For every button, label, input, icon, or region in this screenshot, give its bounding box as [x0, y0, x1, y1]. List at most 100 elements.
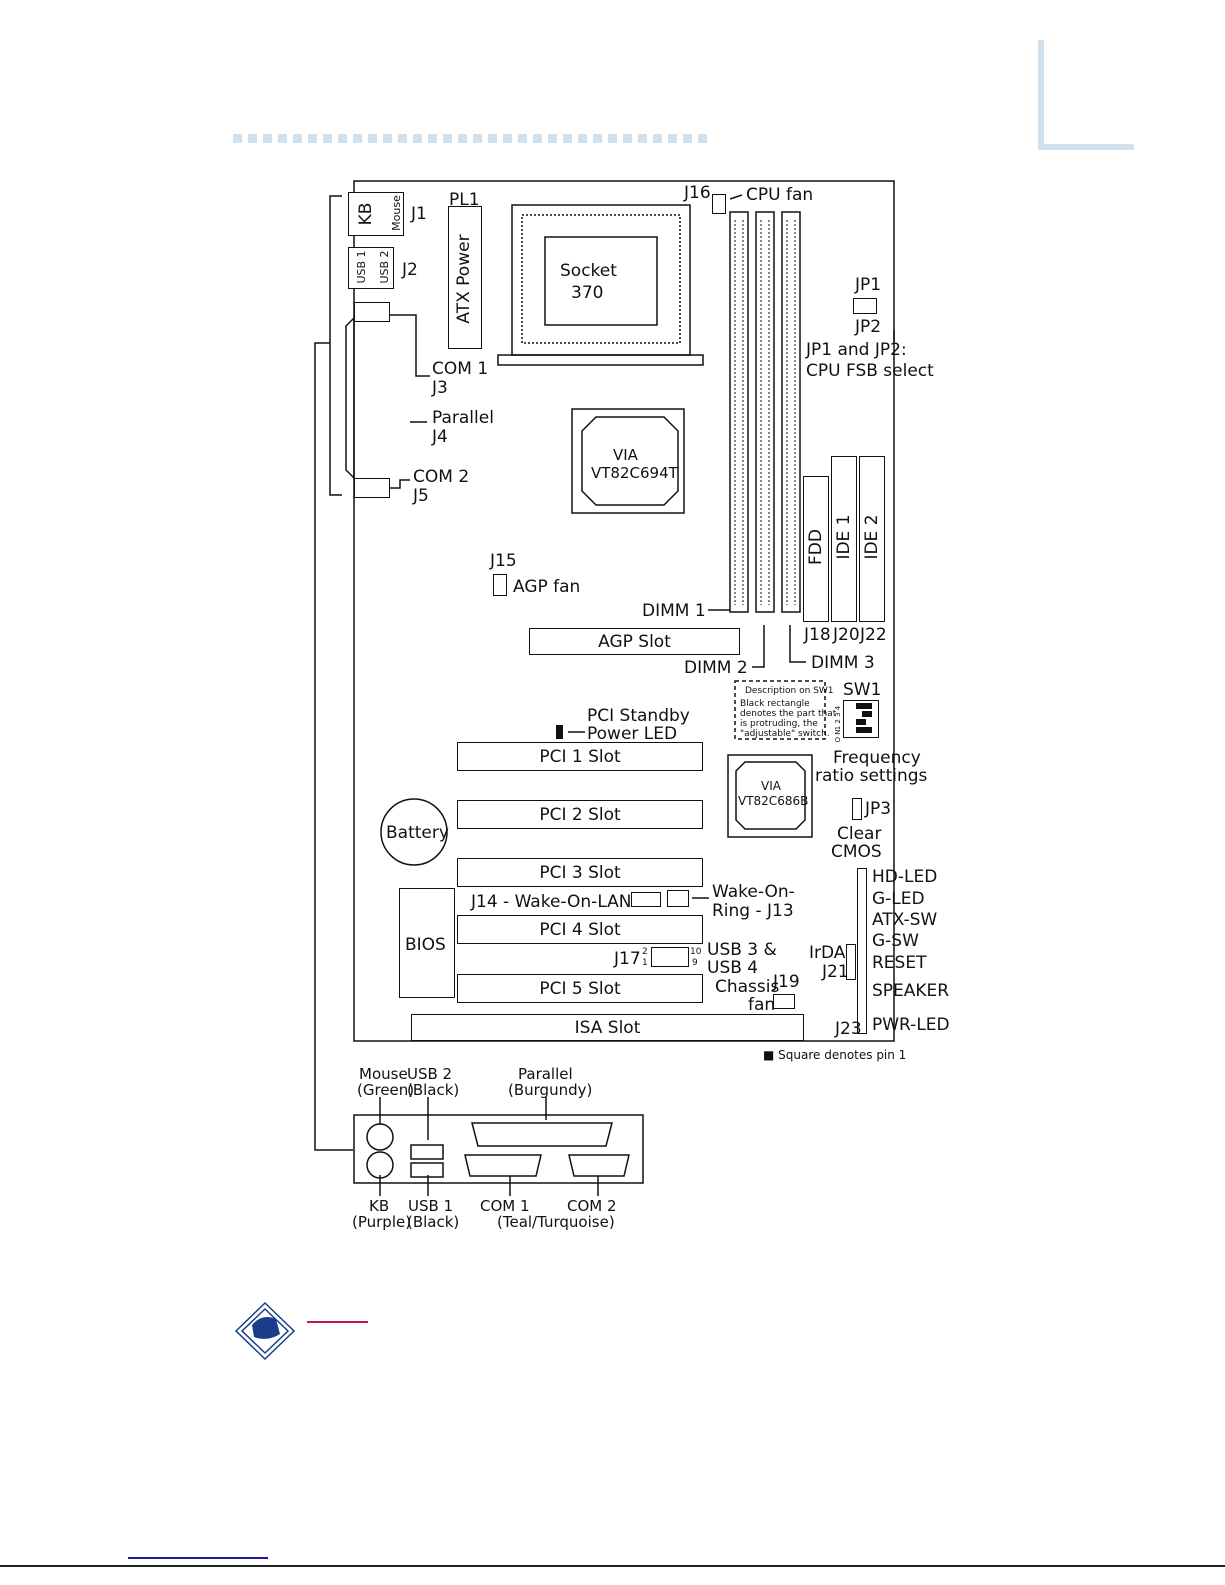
bp-usb2-label-1: USB 2 — [407, 1065, 453, 1083]
pci-standby-label-1: PCI Standby — [587, 706, 690, 726]
socket-label-2: 370 — [571, 283, 604, 303]
j21-header — [846, 944, 856, 980]
battery-label: Battery — [386, 823, 449, 843]
isa-slot: ISA Slot — [411, 1014, 804, 1041]
wor-label-2: Ring - J13 — [712, 901, 794, 921]
sw1-toggle-4 — [856, 727, 872, 733]
chassis-fan-label-2: fan — [748, 995, 776, 1015]
j19-header — [773, 994, 795, 1009]
chassis-fan-label-1: Chassis — [715, 977, 780, 997]
com2-on-board — [354, 478, 390, 498]
sw1-label: SW1 — [843, 680, 882, 700]
bios-chip — [399, 888, 455, 998]
dimm2-label: DIMM 2 — [684, 658, 748, 678]
jp-desc-2: CPU FSB select — [806, 361, 934, 381]
com1-label: COM 1 — [432, 359, 489, 379]
front-panel-reset: RESET — [872, 953, 927, 973]
j16-label: J16 — [684, 183, 711, 203]
j23-header — [857, 868, 867, 1034]
sw1-on-label: O N — [834, 729, 842, 743]
atx-power-label: ATX Power — [454, 234, 474, 324]
freq-label-2: ratio settings — [815, 766, 928, 786]
j14-label: J14 - Wake-On-LAN — [471, 892, 632, 912]
note-icon — [236, 1303, 294, 1359]
sw1-toggle-3 — [856, 719, 866, 725]
usb34-label-1: USB 3 & — [707, 940, 777, 960]
sw1-desc-line-4: "adjustable" switch. — [740, 729, 830, 739]
usb34-label-2: USB 4 — [707, 958, 759, 978]
j19-label: J19 — [773, 972, 800, 992]
front-panel-speaker: SPEAKER — [872, 981, 950, 1001]
pin1-footnote: ■ Square denotes pin 1 — [763, 1048, 907, 1062]
io-bracket — [329, 195, 342, 496]
bp-usb2-label-2: (Black) — [407, 1081, 460, 1099]
jp3-jumper — [852, 798, 862, 820]
bp-mouse-label-2: (Green) — [357, 1081, 415, 1099]
j1-label: J1 — [411, 204, 427, 224]
bp-mouse-label-1: Mouse — [359, 1065, 408, 1083]
kb-mouse-connector — [348, 192, 404, 236]
j2-label: J2 — [402, 260, 418, 280]
parallel-label: Parallel — [432, 408, 494, 428]
bp-usb1-label-1: USB 1 — [408, 1197, 454, 1215]
front-panel-hd-led: HD-LED — [872, 867, 938, 887]
j17-pin-9: 9 — [692, 958, 698, 968]
header-dot-row — [233, 128, 713, 147]
socket-outer — [511, 204, 691, 356]
bios-label: BIOS — [405, 935, 446, 955]
ide2-connector — [859, 456, 885, 622]
pci4-slot: PCI 4 Slot — [457, 915, 703, 944]
usb2-label: USB 2 — [378, 250, 391, 284]
bp-kb-label-2: (Purple) — [352, 1213, 412, 1231]
sw1-toggle-2 — [862, 711, 872, 717]
sw1-desc-line-1: Black rectangle — [740, 699, 810, 709]
jp1-jp2-jumper — [853, 298, 877, 314]
pci5-slot: PCI 5 Slot — [457, 974, 703, 1003]
jp-desc-1: JP1 and JP2: — [806, 340, 907, 360]
j20-label: J20 — [833, 625, 860, 645]
j17-header — [651, 947, 689, 967]
com1-on-board — [354, 302, 390, 322]
j3-label: J3 — [432, 378, 448, 398]
front-panel-atx-sw: ATX-SW — [872, 910, 938, 930]
sw1-desc-line-2: denotes the part that — [740, 709, 837, 719]
pci2-slot: PCI 2 Slot — [457, 800, 703, 829]
mouse-label: Mouse — [390, 195, 403, 231]
ide1-label: IDE 1 — [834, 514, 854, 560]
ide1-connector — [831, 456, 857, 622]
irda-label: IrDA — [809, 943, 846, 963]
agp-fan-label: AGP fan — [513, 577, 581, 597]
dimm3-label: DIMM 3 — [811, 653, 875, 673]
footer-accent — [128, 1557, 268, 1559]
jp2-label: JP2 — [855, 317, 882, 337]
pci-standby-label-2: Power LED — [587, 724, 678, 744]
bp-kb-label-1: KB — [369, 1197, 390, 1215]
j17-pin-2: 2 — [642, 947, 648, 957]
com2-label: COM 2 — [413, 467, 470, 487]
atx-power-connector — [448, 206, 482, 349]
bp-usb1-label-2: (Black) — [407, 1213, 460, 1231]
cpu-fan-label: CPU fan — [746, 185, 814, 205]
front-panel-g-led: G-LED — [872, 889, 925, 909]
j13-header — [667, 890, 689, 907]
j14-header — [631, 892, 661, 907]
via-south-label-2: VT82C686B — [738, 794, 809, 808]
via-north-label-1: VIA — [613, 446, 638, 464]
j18-label: J18 — [804, 625, 831, 645]
board-outline — [353, 180, 895, 1042]
pl1-label: PL1 — [449, 190, 480, 210]
jp1-label: JP1 — [855, 275, 882, 295]
bp-com1-label: COM 1 — [480, 1197, 530, 1215]
fdd-connector — [803, 476, 829, 622]
j17-label: J17 — [614, 949, 641, 969]
dimm1-label: DIMM 1 — [642, 601, 706, 621]
usb1-label: USB 1 — [355, 250, 368, 284]
fdd-label: FDD — [806, 529, 826, 565]
usb12-connector — [348, 247, 394, 289]
footer-line — [0, 1565, 1225, 1567]
bp-com-color-label: (Teal/Turquoise) — [497, 1213, 615, 1231]
jp3-label: JP3 — [865, 799, 892, 819]
bp-com2-label: COM 2 — [567, 1197, 617, 1215]
sw1-desc-title: Description on SW1 — [745, 686, 834, 696]
